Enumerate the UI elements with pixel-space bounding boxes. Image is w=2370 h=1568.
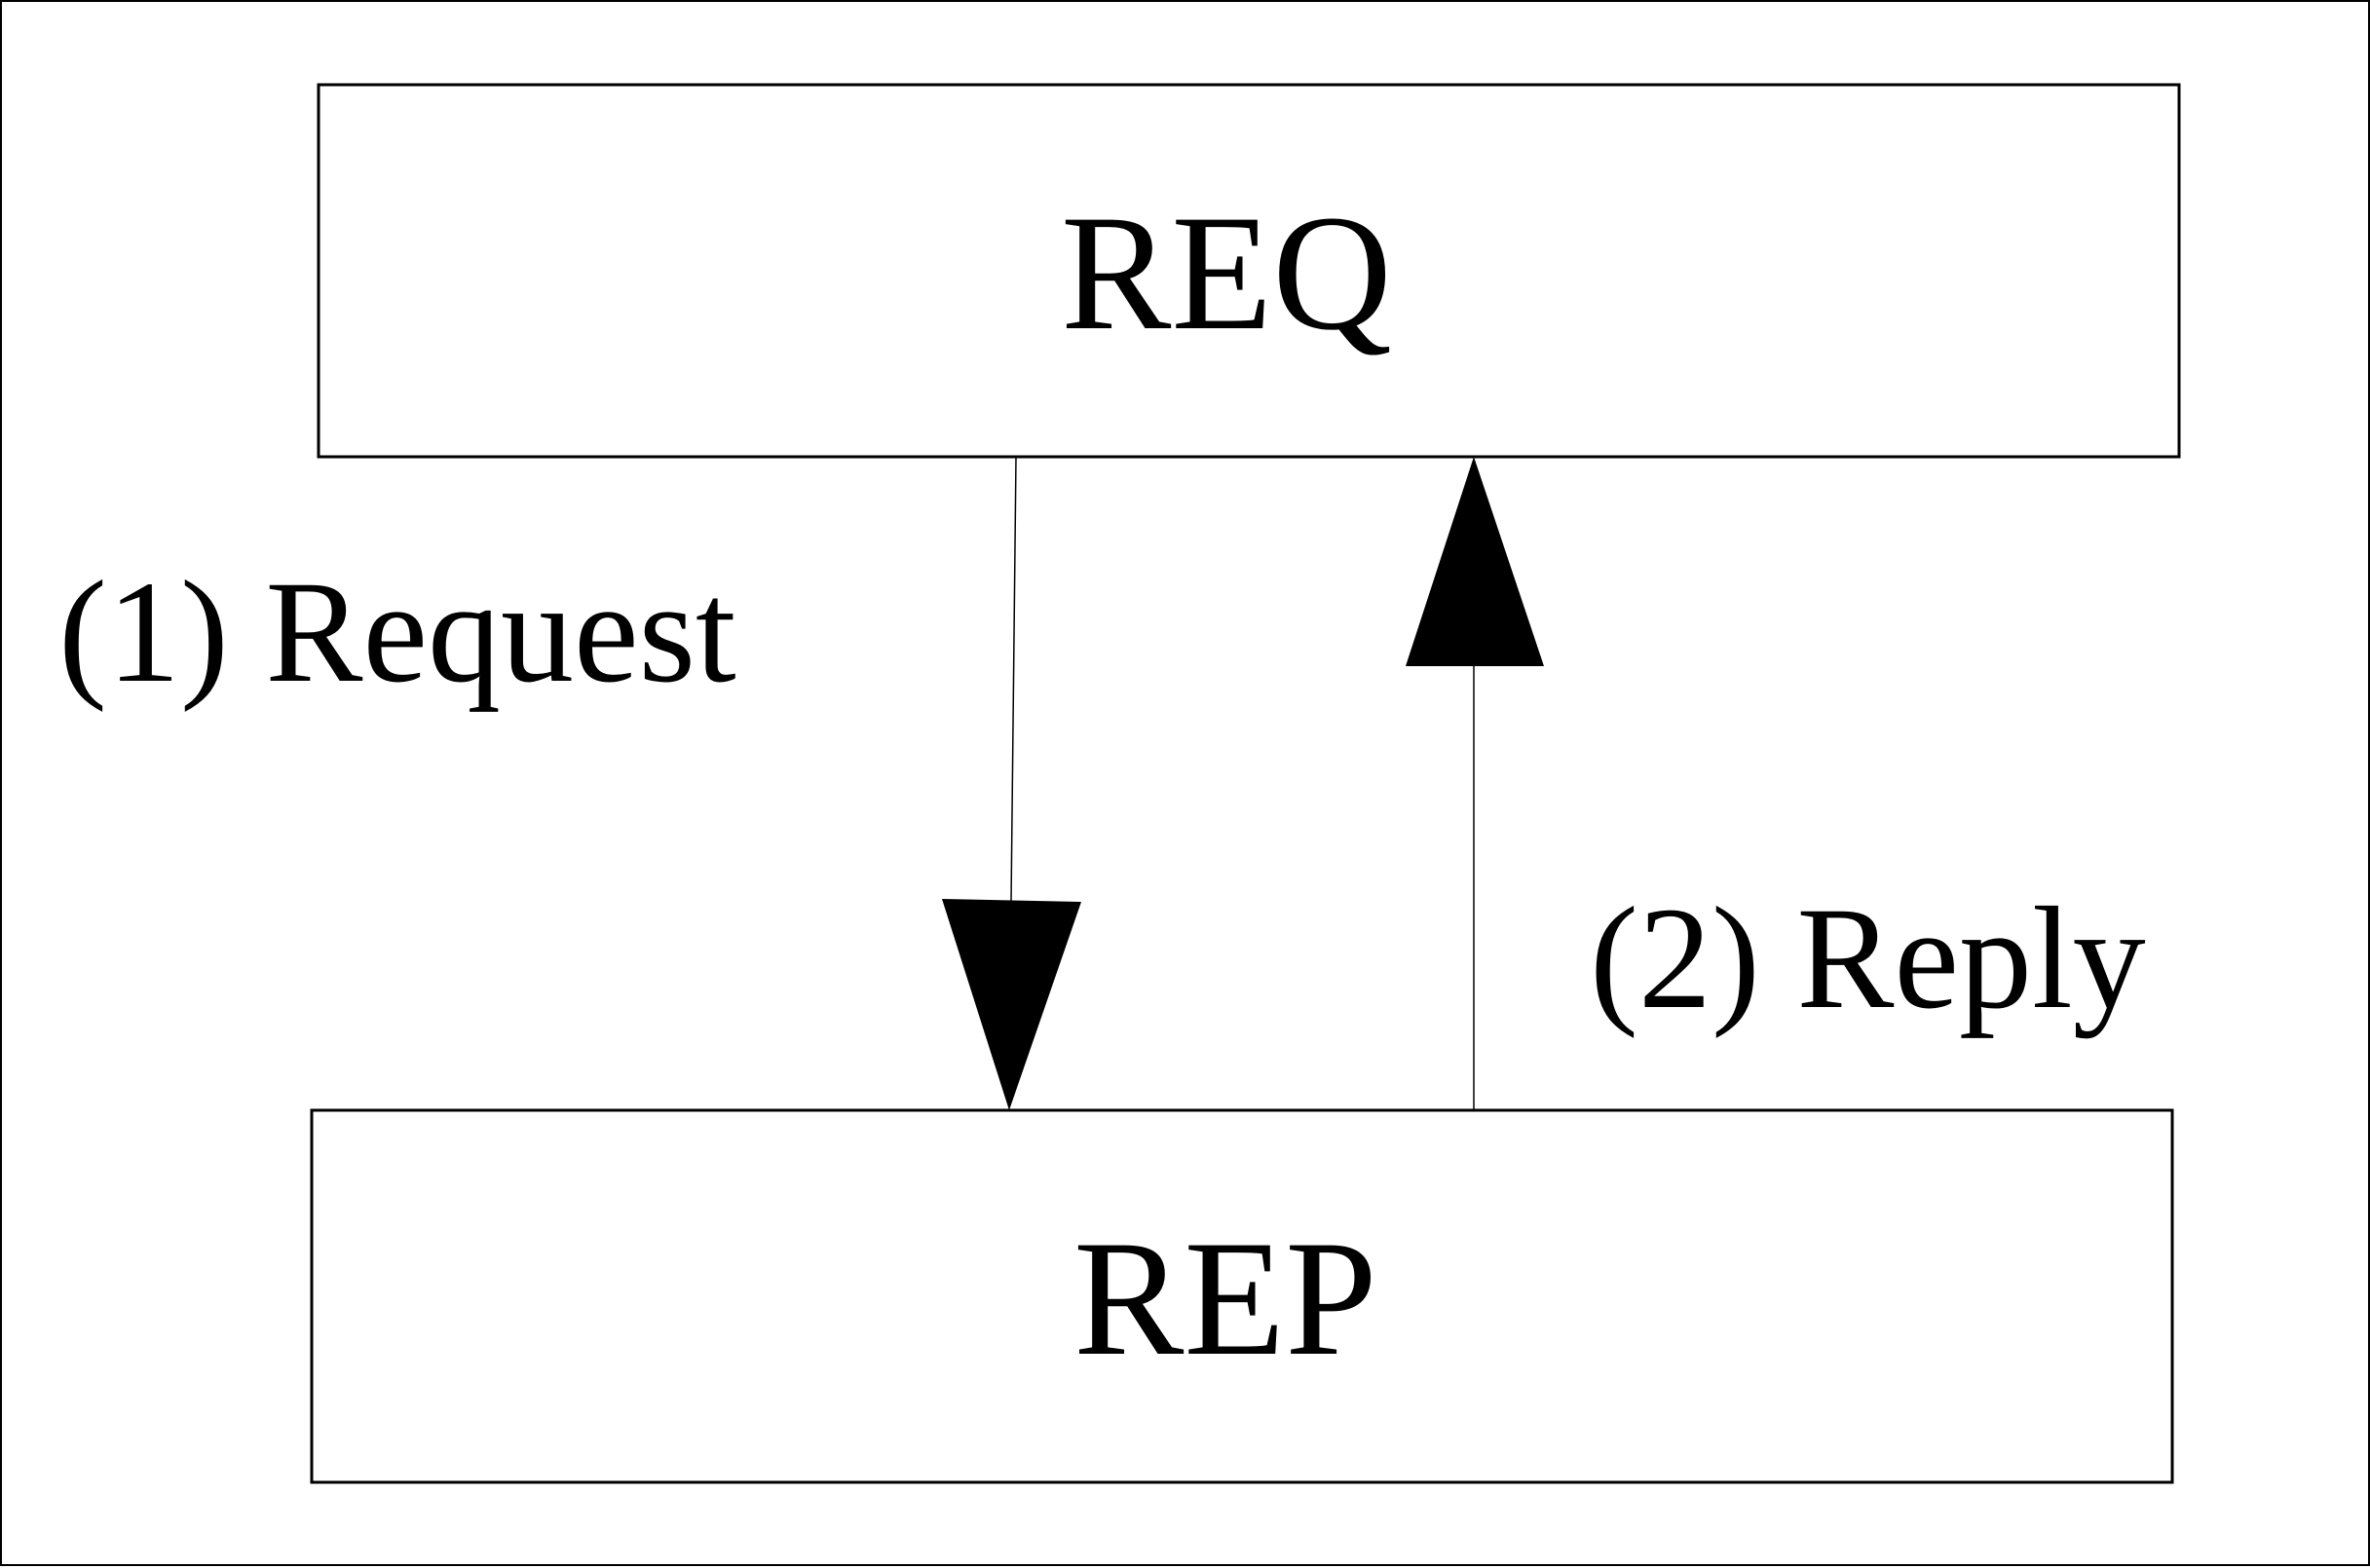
- edge-reply-label: (2) Reply: [1590, 877, 2146, 1039]
- edge-reply: (2) Reply: [1406, 457, 2146, 1110]
- node-req-label: REQ: [1061, 181, 1392, 364]
- edge-request-line: [1010, 456, 1017, 903]
- edge-request-label: (1) Request: [58, 551, 736, 713]
- node-rep-label: REP: [1073, 1207, 1377, 1390]
- node-req: REQ: [317, 83, 2181, 459]
- edge-request-arrowhead: [942, 899, 1081, 1110]
- edge-reply-arrowhead: [1406, 457, 1544, 666]
- node-rep-box: [310, 1108, 2174, 1484]
- node-req-box: [317, 83, 2181, 459]
- edge-request: (1) Request: [58, 456, 1081, 1110]
- node-rep: REP: [310, 1108, 2174, 1484]
